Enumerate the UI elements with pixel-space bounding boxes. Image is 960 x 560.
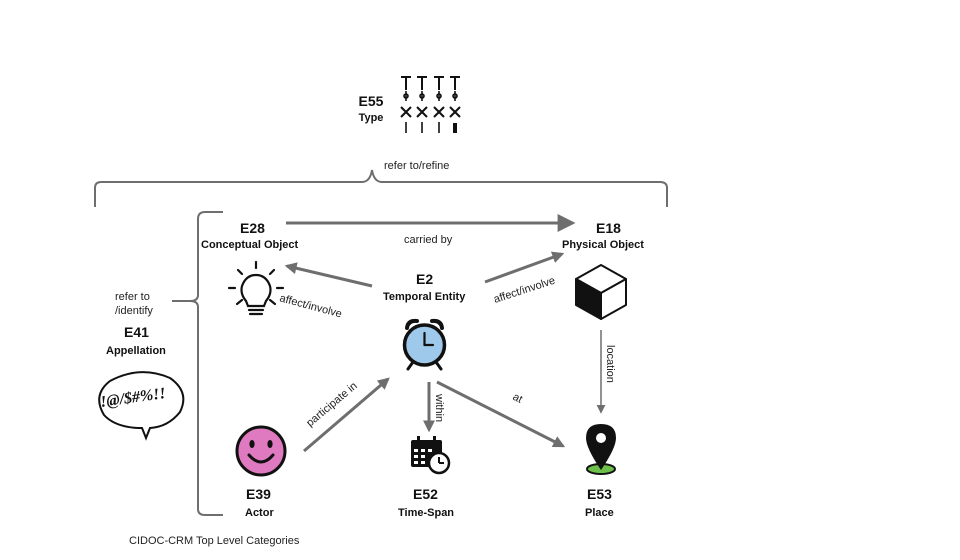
arrow-affect-involve-left (284, 262, 373, 288)
tools-icon (400, 76, 461, 133)
lightbulb-icon (227, 260, 285, 316)
node-physical-code: E18 (596, 220, 621, 236)
speech-bubble-icon: !@/$#%!! (98, 371, 185, 441)
node-type-name: Type (359, 112, 384, 124)
relation-location: location (604, 345, 616, 383)
node-actor-code: E39 (246, 486, 271, 502)
relation-within: within (433, 393, 445, 422)
figure-caption: CIDOC-CRM Top Level Categories (129, 535, 300, 547)
top-brace (94, 169, 668, 207)
calendar-clock-icon (411, 436, 451, 475)
relation-participate-in: participate in (304, 380, 359, 429)
node-conceptual-code: E28 (240, 220, 265, 236)
relation-carried-by: carried by (404, 234, 453, 246)
node-place-name: Place (585, 507, 614, 519)
left-brace (172, 211, 223, 516)
node-place-code: E53 (587, 486, 612, 502)
node-conceptual-name: Conceptual Object (201, 239, 299, 251)
map-pin-icon (586, 424, 616, 475)
cube-icon (575, 264, 627, 320)
node-type-code: E55 (359, 93, 384, 109)
alarm-clock-icon (402, 318, 447, 371)
arrow-at (436, 380, 566, 448)
smiley-icon (235, 425, 287, 477)
relation-refer-refine: refer to/refine (384, 160, 449, 172)
node-appellation-code: E41 (124, 324, 149, 340)
arrow-participate-in (303, 377, 390, 453)
relation-identify: /identify (115, 305, 153, 317)
node-timespan-name: Time-Span (398, 507, 454, 519)
node-temporal-code: E2 (416, 271, 433, 287)
relation-affect-involve-right: affect/involve (492, 275, 557, 306)
relation-refer-to: refer to (115, 291, 150, 303)
node-actor-name: Actor (245, 507, 274, 519)
node-appellation-name: Appellation (106, 345, 166, 357)
relation-affect-involve-left: affect/involve (278, 292, 343, 320)
arrow-affect-involve-right (484, 251, 565, 284)
node-physical-name: Physical Object (562, 239, 644, 251)
relation-at: at (511, 391, 525, 406)
node-timespan-code: E52 (413, 486, 438, 502)
node-temporal-name: Temporal Entity (383, 291, 466, 303)
